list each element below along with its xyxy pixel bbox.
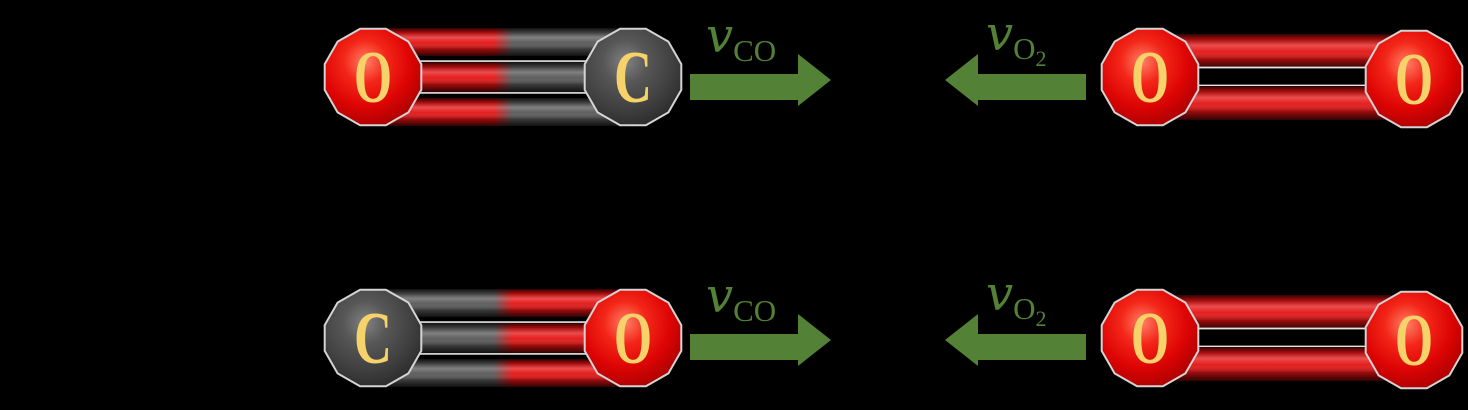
atom-label: C (354, 298, 392, 380)
reverse-rate-arrow (945, 314, 1086, 366)
rate-subscript: O (1013, 31, 1036, 66)
rate-subscript: CO (733, 293, 777, 328)
rate-subsubscript: 2 (1035, 46, 1047, 71)
rate-label-vco: vCO (706, 12, 776, 66)
rate-subsubscript: 2 (1035, 306, 1047, 331)
atom-label: O (1131, 298, 1169, 380)
o2-molecule-top: O O (1100, 27, 1464, 129)
rate-variable: v (986, 266, 1014, 322)
co-molecule-bottom: C O (323, 288, 683, 388)
rate-label-vo2: vO2 (986, 270, 1047, 330)
atom-label: O (1395, 300, 1433, 382)
atom-label: O (354, 37, 392, 119)
atom-label: O (614, 298, 652, 380)
atom-label: C (614, 37, 652, 119)
forward-rate-arrow (690, 314, 831, 366)
rate-label-vo2: vO2 (986, 10, 1047, 70)
rate-variable: v (706, 268, 734, 324)
atom-label: O (1395, 39, 1433, 121)
co-molecule-top: O C (323, 27, 683, 127)
rate-variable: v (706, 8, 734, 64)
rate-label-vco: vCO (706, 272, 776, 326)
reverse-rate-arrow (945, 54, 1086, 106)
rate-subscript: O (1013, 291, 1036, 326)
atom-label: O (1131, 37, 1169, 119)
forward-rate-arrow (690, 54, 831, 106)
rate-variable: v (986, 6, 1014, 62)
o2-molecule-bottom: O O (1100, 288, 1464, 390)
rate-subscript: CO (733, 33, 777, 68)
